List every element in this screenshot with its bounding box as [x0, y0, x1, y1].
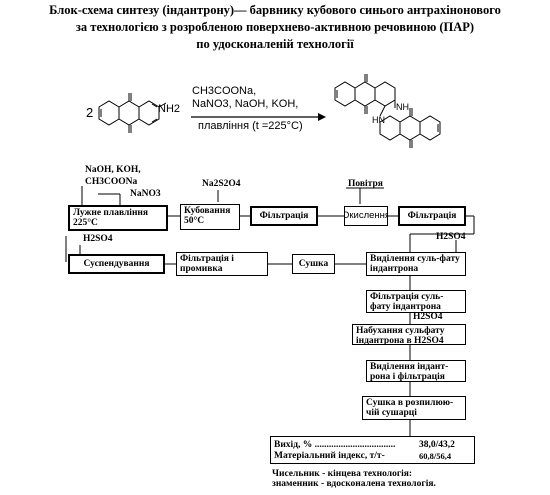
step-drying: Сушка	[292, 254, 335, 274]
footnote-line-1: Чисельник - кінцева технологія:	[272, 469, 413, 479]
reaction-coefficient: 2	[86, 105, 94, 120]
step-filtration-2: Фільтрація	[398, 206, 466, 226]
step-filtration-1: Фільтрація	[250, 206, 318, 226]
input-h2so4-a: H2SO4	[83, 234, 113, 244]
product-nh-top: NH	[396, 102, 409, 112]
step-oxidation: Окислення	[344, 206, 388, 226]
step-sulfate-isolation: Виділення суль-фату індантрона	[366, 252, 466, 276]
input-alkali: NaOH, KOH,	[85, 165, 141, 175]
input-dithionite: Na2S2O4	[202, 179, 241, 189]
yield-value: 38,0/43,2	[419, 440, 455, 450]
step-filtration-wash: Фільтрація і промивка	[176, 252, 268, 276]
reagents-line-2: NaNO3, NaOH, KOH,	[192, 98, 299, 110]
step-spray-drying: Сушка в розпилюю-чій сушарці	[362, 396, 466, 420]
step-suspending: Суспендування	[68, 254, 165, 274]
step-sulfate-filtration: Фільтрація суль-фату індантрона	[366, 290, 466, 313]
input-nitrate: NaNO3	[130, 189, 161, 199]
product-nh-bottom: HN	[372, 115, 385, 125]
input-acetate: CH3COONa	[85, 177, 138, 187]
result-box: Вихід, % ...............................…	[270, 436, 475, 464]
step-indanthrone-isolation: Виділення індант-рона і фільтрація	[366, 360, 466, 382]
reactant-structure	[98, 93, 167, 133]
input-air: Повітря	[348, 179, 383, 189]
footnote-line-2: знаменник - вдосконалена технологія.	[272, 479, 436, 489]
reactant-nh2-label: NH2	[158, 103, 181, 115]
title-line-2: за технологією з розробленою поверхнево-…	[75, 20, 475, 34]
input-h2so4-b: H2SO4	[436, 232, 466, 242]
product-structure	[334, 74, 441, 148]
input-h2so4-c: H2SO4	[413, 312, 443, 322]
step-sulfate-swelling: Набухання сульфату індантрона в H2SO4	[352, 324, 466, 345]
index-label: Матеріальний індекс, т/т-	[274, 451, 385, 461]
yield-label: Вихід, % ...............................…	[274, 440, 396, 450]
index-value: 60,8/56,4	[419, 451, 452, 461]
reaction-arrow	[191, 113, 326, 121]
reagents-line-1: CH3COONa,	[192, 85, 257, 97]
title-line-1: Блок-схема синтезу (індантрону)— барвник…	[49, 3, 501, 17]
step-alkali-fusion: Лужне плавління 225°C	[68, 205, 168, 231]
reaction-conditions: плавління (t =225°C)	[198, 120, 303, 132]
step-vatting: Кубовання 50°C	[180, 204, 240, 230]
title-line-3: по удосконаленій технології	[196, 37, 354, 51]
